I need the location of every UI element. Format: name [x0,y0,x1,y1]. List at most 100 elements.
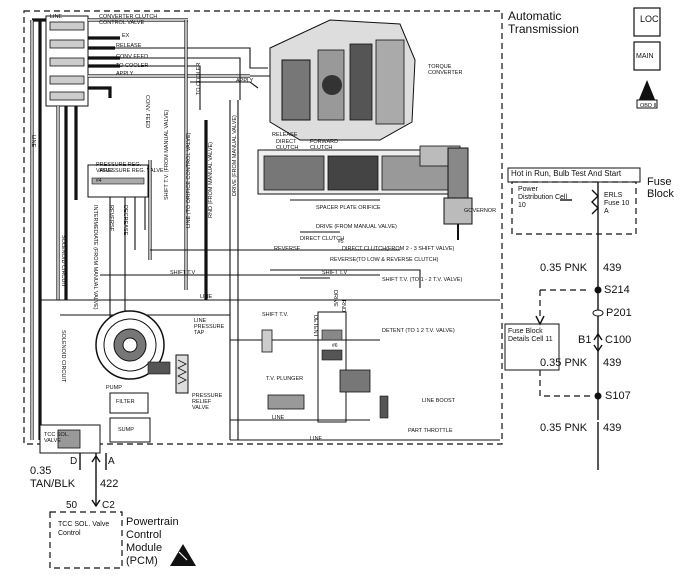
c100-label: C100 [605,334,632,346]
filter [109,392,149,414]
pin-d-label: D [70,456,78,467]
s214-splice [594,286,602,294]
label-line-vert: LINE [30,135,36,148]
label-apply: APPLY [116,71,134,77]
label-reverse-low: REVERSE(TO LOW & REVERSE CLUTCH) [330,257,439,263]
label-release-2: RELEASE [272,132,298,138]
label-reverse-vert: REVERSE [108,205,114,232]
label-pressure-reg-valve: PRESSURE REG. VALVE [96,162,142,174]
tan-blk-wire-label: 0.35 TAN/BLK [30,465,76,490]
p201-connector [592,309,604,317]
fuse-block-label: Fuse Block [647,176,674,200]
fuse-block-details-box [504,323,560,371]
label-forward-clutch: FORWARD CLUTCH [310,139,339,151]
label-to-cooler: TO COOLER [116,63,149,69]
tcc-sol-valve [39,424,101,454]
label-spacer-plate-orifice: SPACER PLATE ORIFICE [316,205,381,211]
label-to-cooler-vert: TO COOLER [196,62,202,95]
governor [443,147,473,240]
pcm-name-label: Powertrain Control Module (PCM) [126,516,179,567]
label-conv-feed-vert: CONV. FEED [144,95,150,129]
pin-50-label: 50 [66,500,78,511]
wire2-label: 0.35 PNK [540,357,588,369]
main-icon: MAIN [633,41,661,71]
label-shift-tv-4: SHIFT T.V. [262,312,289,318]
label-governor: GOVERNOR [464,208,497,214]
esd-warning-icon [170,544,196,566]
wire1-label: 0.35 PNK [540,262,588,274]
label-apply-2: APPLY [236,78,254,84]
transmission-boundary [23,10,503,445]
pressure-reg-valve [87,164,149,198]
label-torque-converter: TORQUE CONVERTER [428,64,463,76]
label-drive-from-manual: DRIVE (FROM MANUAL VALVE) [316,224,397,230]
pcm-box [49,511,123,569]
label-num-5: #5 [338,239,344,245]
sump [109,417,151,443]
label-line-low: LINE [272,415,285,421]
label-pump: PUMP [106,385,122,391]
torque-converter [269,19,416,141]
wire2-circuit: 439 [603,357,622,369]
wire3-label: 0.35 PNK [540,422,588,434]
label-drive-manual: DRIVE (FROM MANUAL VALVE) [232,115,238,196]
label-line-top: LINE [50,14,63,20]
label-direct-clutch: DIRECT CLUTCH [276,139,299,151]
label-converter-clutch-valve: CONVERTER CLUTCH CONTROL VALVE [99,14,158,26]
p201-label: P201 [606,307,632,319]
label-line-orifice: LINE (TO ORIFICE CONTROL VALVE) [186,132,192,228]
label-shift-tv-3: SHIFT T.V [322,270,348,276]
label-rnd-manual: RND (FROM MANUAL VALVE) [208,142,214,218]
label-line-pressure-tap: LINE PRESSURE TAP [194,318,225,336]
s214-label: S214 [604,284,630,296]
label-num-4: #4 [96,178,102,184]
label-release: RELEASE [116,43,142,49]
hot-in-run-label: Hot in Run, Bulb Test And Start [511,169,622,178]
label-pressure-relief: PRESSURE RELIEF VALVE [192,393,223,411]
b1-label: B1 [578,334,592,346]
label-rnd-vert: RND [340,300,346,312]
main-icon-text: MAIN [636,53,654,60]
label-solenoid-circuit: SOLENOID CIRCUIT [60,235,66,288]
label-direct-clutch-2: DIRECT CLUTCH [300,236,345,242]
label-detent-vert: DETENT [312,315,318,337]
diagram-title: Automatic Transmission [508,9,579,36]
label-decrease: DECREASE [122,205,128,236]
pcm-tcc-control-label: TCC SOL. Valve Control [58,521,110,537]
loc-icon: LOC [633,7,661,37]
clutch-assembly [257,145,461,195]
s107-label: S107 [605,390,631,402]
fuse-block-details-label: Fuse Block Details Cell 11 [508,328,553,343]
pressure-relief-valve [175,354,189,394]
label-sump: SUMP [118,427,134,433]
label-intermediate: INTERMEDIATE (FROM MANUAL VALVE) [92,205,98,310]
label-shift-tv: SHIFT T.V [170,270,196,276]
wire3-circuit: 439 [603,422,622,434]
loc-icon-text: LOC [640,14,659,24]
label-conv-feed: CONV FEED [116,54,149,60]
label-detent: DETENT (TO 1 2 T.V. VALVE) [382,328,455,334]
obd-icon: OBD II [636,80,658,109]
pressure-reg-valve-label: PRESSURE REG. VALVE [100,168,164,174]
obd-icon-text: OBD II [640,103,657,109]
label-tv-plunger: T.V. PLUNGER [266,376,304,382]
s107-splice [594,392,602,400]
label-drive-vert: DRIVE [332,290,338,307]
label-num-6: #6 [332,343,338,349]
erls-fuse-symbol [591,189,599,215]
label-ex: EX [122,33,130,39]
pin-a-label: A [108,456,115,467]
converter-clutch-control-valve [45,15,89,107]
label-part-throttle: PART THROTTLE [408,428,453,434]
connector-c2-label: C2 [102,500,115,511]
pump [95,310,171,380]
label-line-mid: LINE [200,294,213,300]
label-solenoid-circuit-2: SOLENOID CIRCUIT [60,330,66,383]
label-direct-clutch-23: DIRECT CLUTCH(FROM 2 - 3 SHIFT VALVE) [342,246,455,252]
shift-valve-body [261,311,389,423]
erls-fuse-label: ERLS Fuse 10 A [604,192,630,215]
label-tcc-sol-valve: TCC SOL. VALVE [44,432,70,444]
circuit-422-label: 422 [100,478,119,490]
power-distribution-label: Power Distribution Cell 10 [518,186,568,209]
